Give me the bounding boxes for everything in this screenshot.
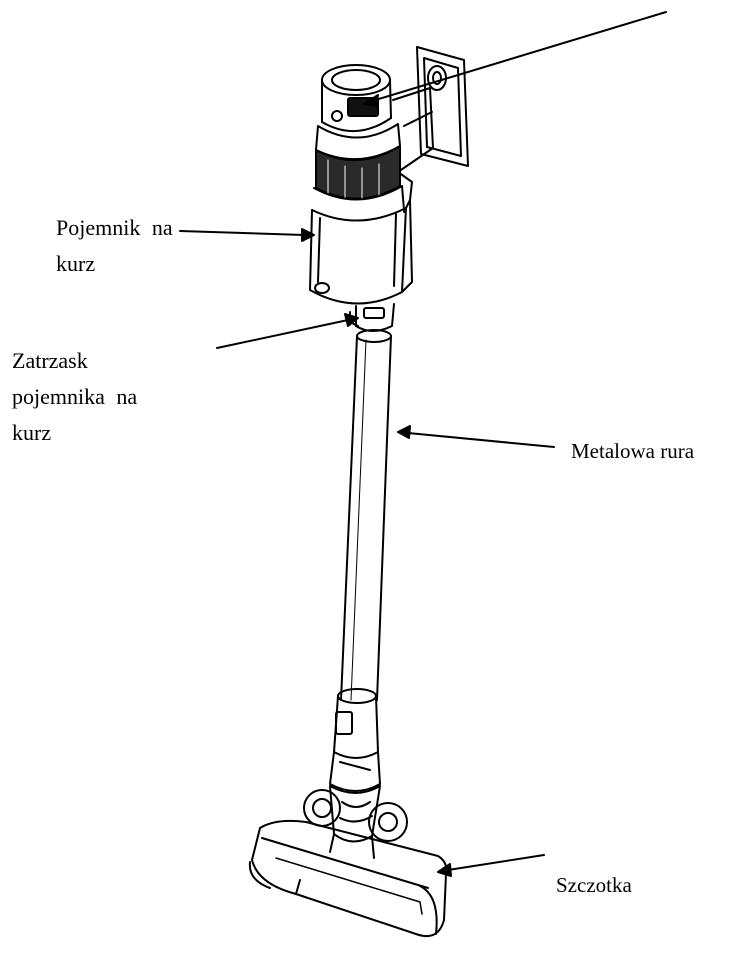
label-metal-tube: Metalowa rura (571, 433, 694, 469)
lower-joint (329, 688, 381, 792)
label-dust-container-line-1: Pojemnik na (56, 215, 173, 240)
arrowhead-top (363, 94, 379, 107)
label-dust-container-line-2: kurz (56, 251, 96, 276)
label-dust-latch-line-3: kurz (12, 420, 52, 445)
wall-mount-bracket (392, 46, 469, 201)
leader-line-top (371, 11, 667, 102)
motor-head (315, 64, 401, 160)
metal-tube (340, 329, 392, 701)
leader-lines (179, 11, 667, 877)
label-dust-container: Pojemnik na kurz (56, 210, 173, 282)
leader-line-metal-tube (407, 432, 555, 448)
arrowhead-latch (344, 313, 359, 327)
brush-head (248, 819, 448, 938)
arrowhead-metal-tube (397, 425, 411, 439)
dust-container (309, 185, 413, 305)
leader-line-latch (216, 319, 349, 349)
label-metal-tube-text: Metalowa rura (571, 439, 695, 463)
arrowhead-brush (437, 863, 452, 877)
label-dust-container-latch: Zatrzask pojemnika na kurz (12, 343, 137, 451)
leader-line-brush (447, 854, 545, 871)
arrowhead-dust-container (301, 228, 315, 242)
label-brush-text: Szczotka (556, 873, 632, 897)
label-dust-latch-line-2: pojemnika na (12, 384, 138, 409)
handle-band (315, 145, 401, 205)
leader-line-dust-container (179, 230, 305, 236)
label-brush: Szczotka (556, 867, 632, 903)
brush-neck (303, 785, 408, 859)
label-dust-latch-line-1: Zatrzask (12, 348, 88, 373)
